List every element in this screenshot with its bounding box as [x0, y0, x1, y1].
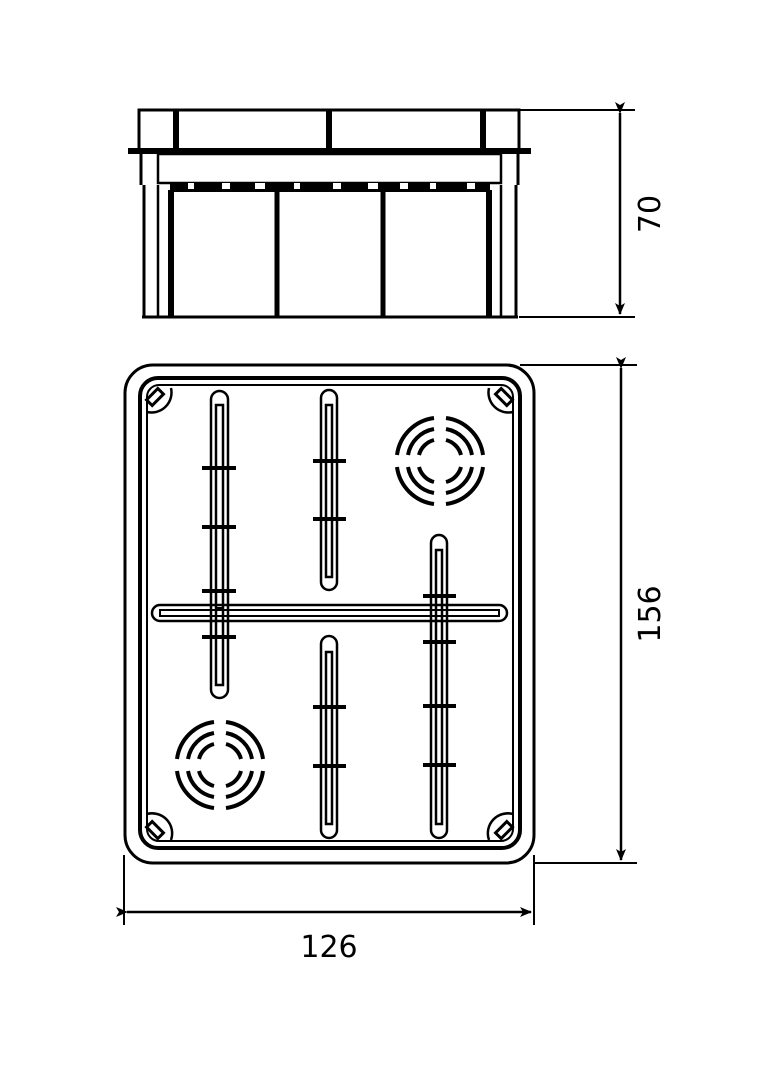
screw-posts [144, 386, 515, 841]
top-view [123, 363, 536, 865]
depth-label: 156 [633, 585, 668, 642]
screw-post-top-left [144, 386, 173, 414]
width-label: 126 [300, 930, 357, 965]
knockout-bottom-left [175, 720, 265, 810]
screw-post-bottom-left [144, 812, 174, 841]
slot-center-top [313, 388, 346, 592]
width-dimension: 126 [116, 855, 535, 965]
slot-right-long [423, 533, 456, 840]
side-teeth [170, 183, 490, 192]
knockout-top-right [395, 416, 485, 506]
height-dimension: 70 [519, 102, 668, 318]
height-label: 70 [633, 195, 668, 233]
slot-left-long [202, 389, 236, 700]
screw-post-bottom-right [486, 812, 515, 841]
depth-dimension: 156 [520, 357, 668, 864]
slot-center-bottom [313, 634, 346, 840]
side-view [128, 108, 531, 319]
screw-post-top-right [487, 386, 515, 414]
horizontal-rib [150, 603, 509, 623]
